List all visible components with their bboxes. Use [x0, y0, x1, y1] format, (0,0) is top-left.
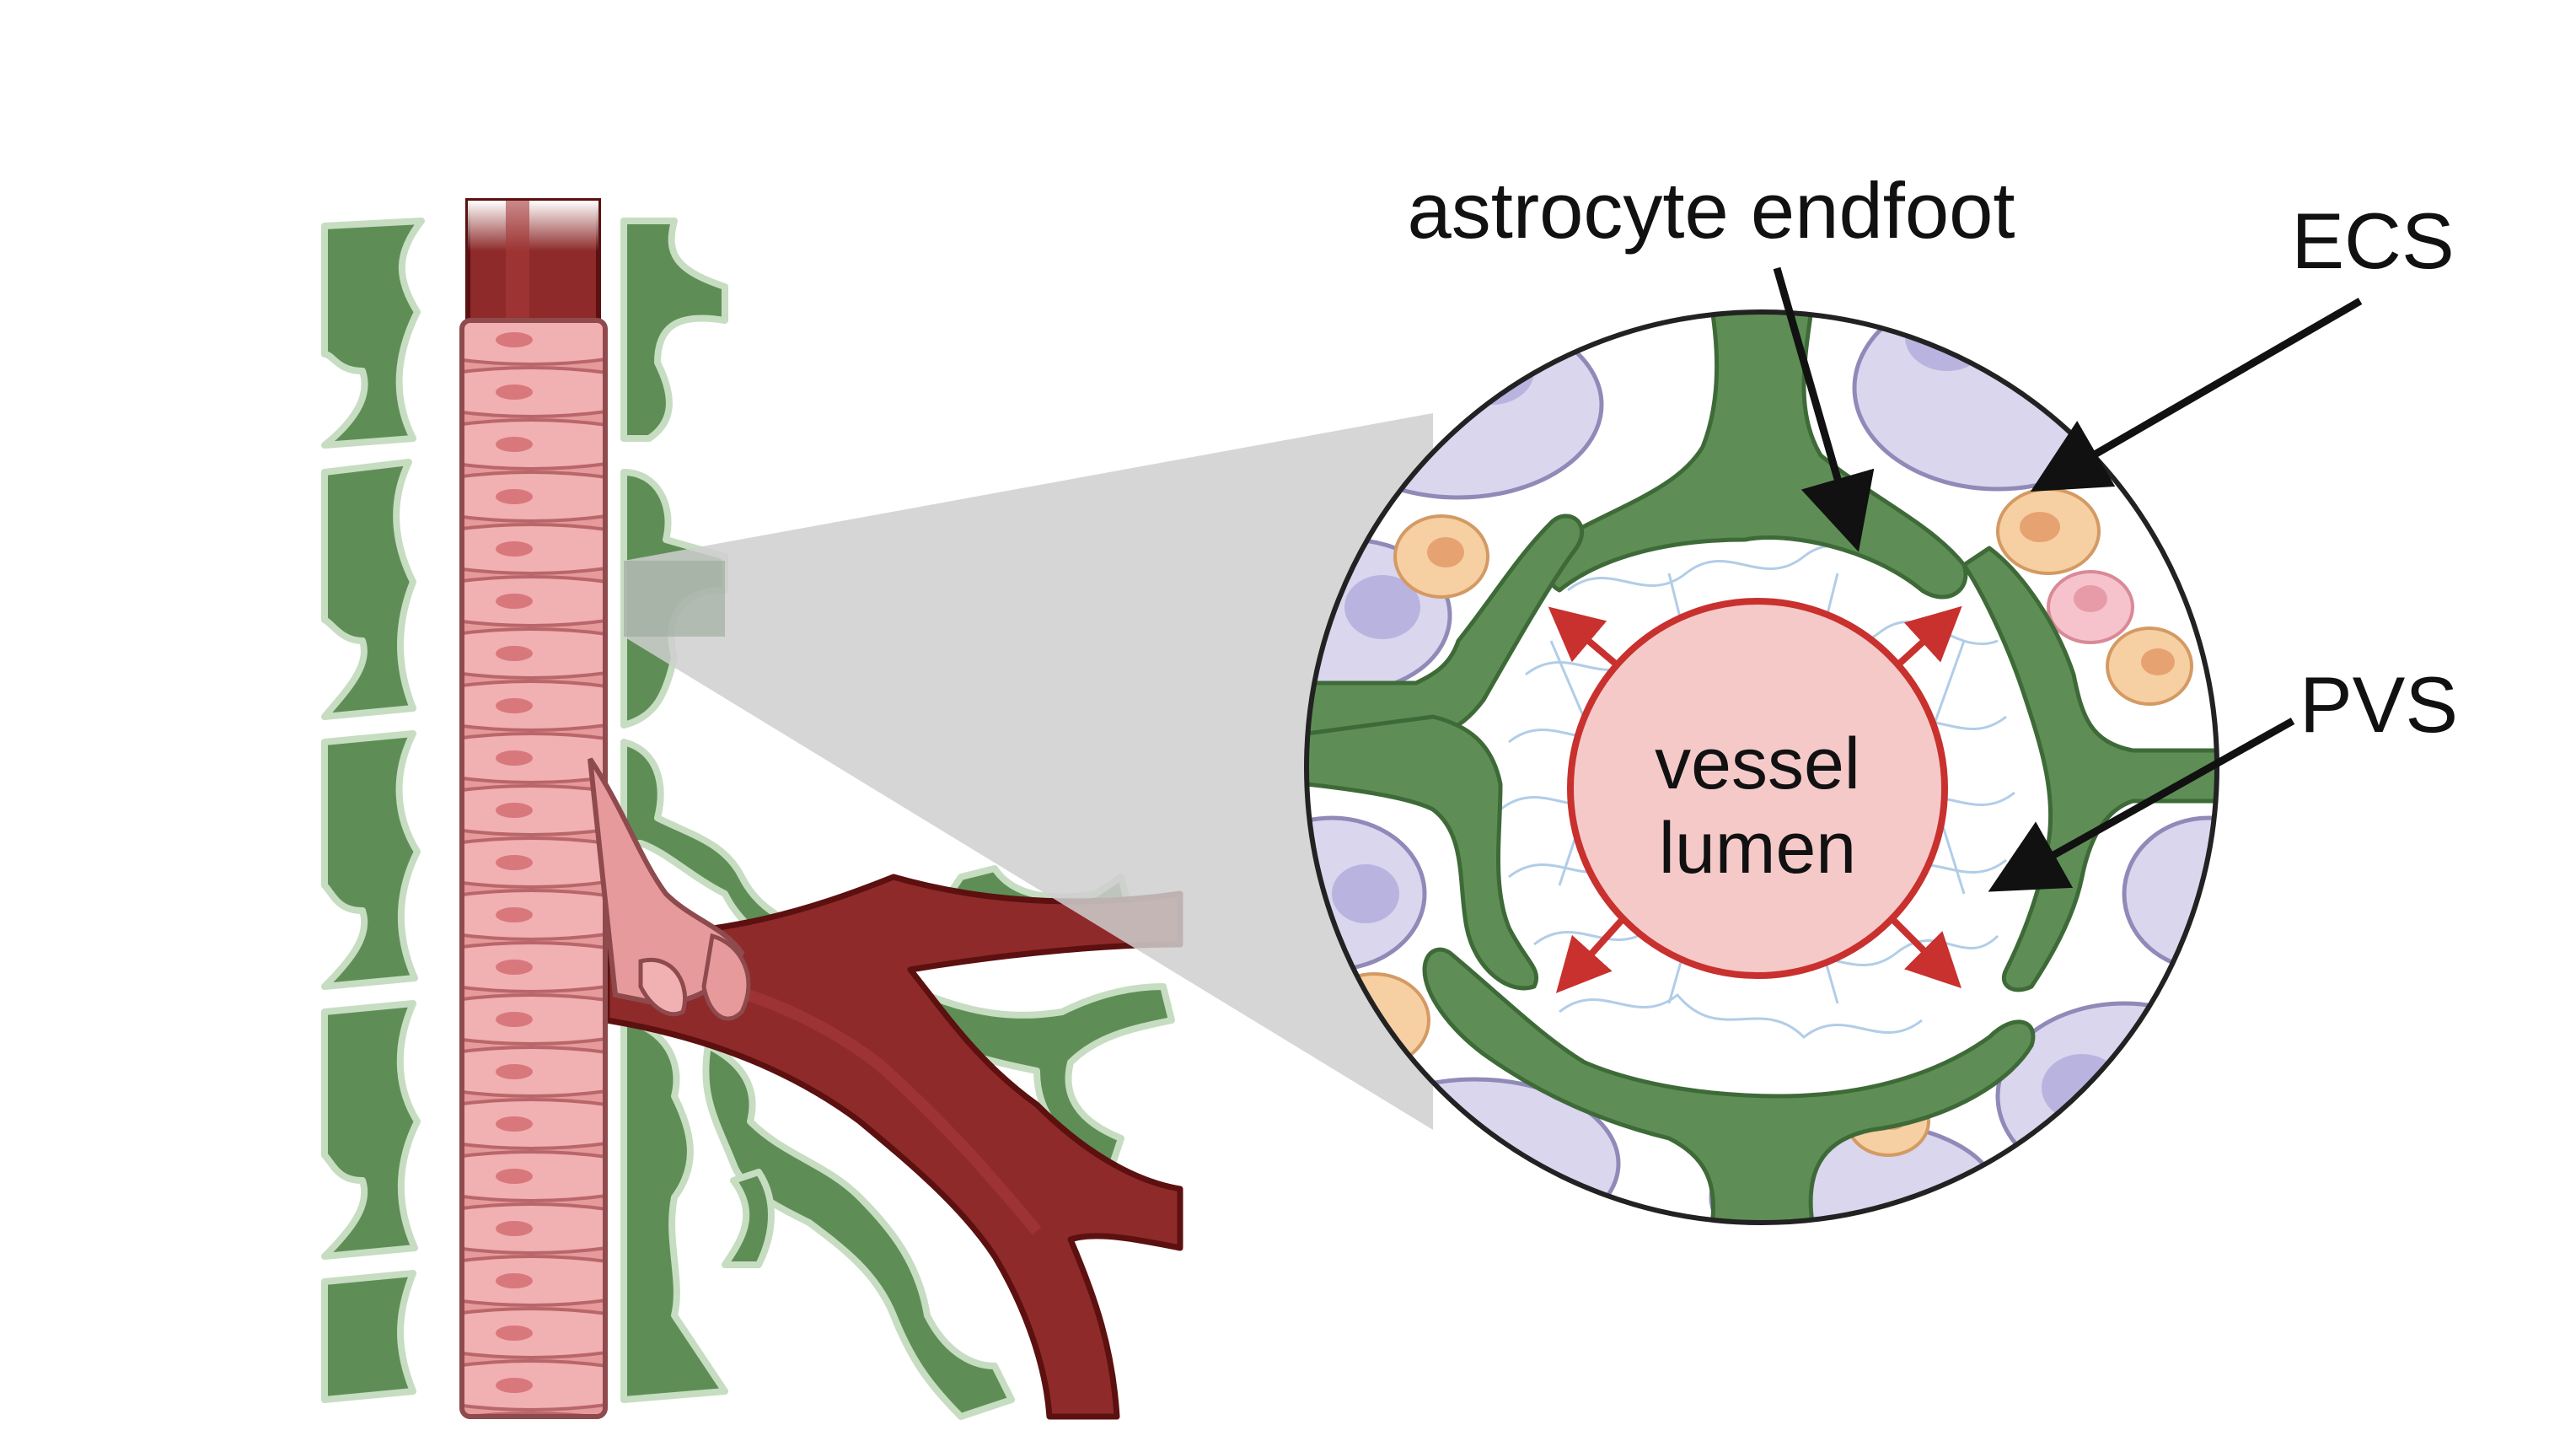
- smooth-muscle-vessel: [459, 318, 751, 1419]
- flow-arrows: [1548, 605, 1962, 993]
- label-pvs: PVS: [2300, 660, 2458, 749]
- zoom-projection: [624, 413, 1433, 1130]
- vessel-lumen: [1567, 598, 1948, 979]
- pointer-arrows: [1773, 266, 2363, 892]
- label-astrocyte-endfoot: astrocyte endfoot: [1407, 166, 2015, 255]
- label-vessel-lumen-line2: lumen: [1659, 808, 1856, 889]
- label-ecs: ECS: [2291, 196, 2454, 285]
- penetrating-arteriole: [465, 198, 601, 330]
- label-vessel-lumen-line1: vessel: [1655, 723, 1860, 804]
- zoom-source-marker: [624, 561, 725, 637]
